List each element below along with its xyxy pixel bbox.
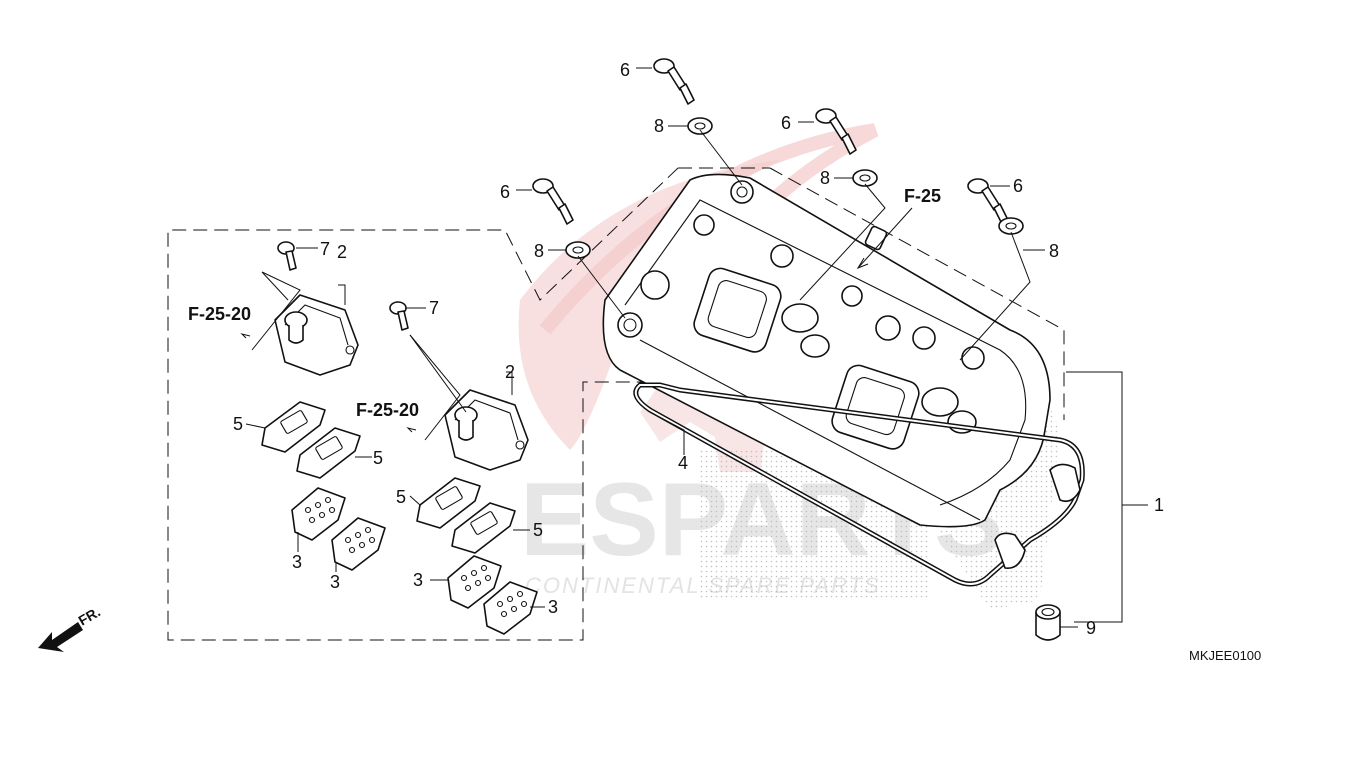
group-boundaries: [167, 167, 1065, 641]
washer-d: [998, 217, 1024, 235]
ignition-coils: [274, 241, 529, 471]
damper-3a: [291, 487, 346, 541]
callout-7: 7: [320, 239, 330, 259]
callout-6: 6: [781, 113, 791, 133]
damper-3c: [447, 555, 502, 609]
bolt-a: [653, 58, 695, 105]
front-direction-indicator: FR.: [38, 603, 103, 652]
front-arrow-icon: [38, 622, 83, 652]
callout-8: 8: [1049, 241, 1059, 261]
callout-3: 3: [292, 552, 302, 572]
seal-5b: [296, 427, 361, 479]
callout-3: 3: [413, 570, 423, 590]
diagram-code: MKJEE0100: [1189, 648, 1261, 663]
callout-9: 9: [1086, 618, 1096, 638]
callout-1: 1: [1154, 495, 1164, 515]
bolt-b: [815, 108, 857, 155]
washer-b: [852, 169, 878, 187]
callout-5: 5: [373, 448, 383, 468]
dowel-pin: [1035, 604, 1061, 641]
callout-2: 2: [505, 362, 515, 382]
ref-f2520-center-label: F-25-20: [356, 400, 419, 420]
callout-2: 2: [337, 242, 347, 262]
seal-5d: [451, 502, 516, 554]
bolt-7a: [277, 241, 297, 271]
seal-5c: [416, 477, 481, 529]
ref-f25-label: F-25: [904, 186, 941, 206]
leader-lines: [240, 67, 1148, 628]
bolt-7b: [389, 301, 409, 331]
callout-4: 4: [678, 453, 688, 473]
callout-6: 6: [1013, 176, 1023, 196]
callout-3: 3: [330, 572, 340, 592]
callout-8: 8: [534, 241, 544, 261]
callout-5: 5: [396, 487, 406, 507]
callout-6: 6: [620, 60, 630, 80]
washer-c: [565, 241, 591, 259]
coil-left: [274, 294, 359, 376]
coil-center: [444, 389, 529, 471]
watermark-swoosh: [518, 160, 780, 450]
washer-a: [687, 117, 713, 135]
callout-numbers: 1 2 2 3 3 3 3 4 5 5 5 5 6 6 6 6 7 7 8 8 …: [233, 60, 1164, 638]
bolt-c: [532, 178, 574, 225]
cylinder-head-cover: [602, 173, 1051, 528]
damper-3d: [483, 581, 538, 635]
callout-6: 6: [500, 182, 510, 202]
coil-seals: [261, 401, 516, 554]
ref-f2520-left-label: F-25-20: [188, 304, 251, 324]
callout-7: 7: [429, 298, 439, 318]
callout-5: 5: [233, 414, 243, 434]
coil-dampers: [291, 487, 538, 635]
callout-8: 8: [820, 168, 830, 188]
callout-5: 5: [533, 520, 543, 540]
reference-labels: F-25 F-25-20 F-25-20: [188, 186, 941, 420]
callout-8: 8: [654, 116, 664, 136]
callout-3: 3: [548, 597, 558, 617]
head-cover-gasket: [633, 382, 1085, 587]
damper-3b: [331, 517, 386, 571]
seal-5a: [261, 401, 326, 453]
